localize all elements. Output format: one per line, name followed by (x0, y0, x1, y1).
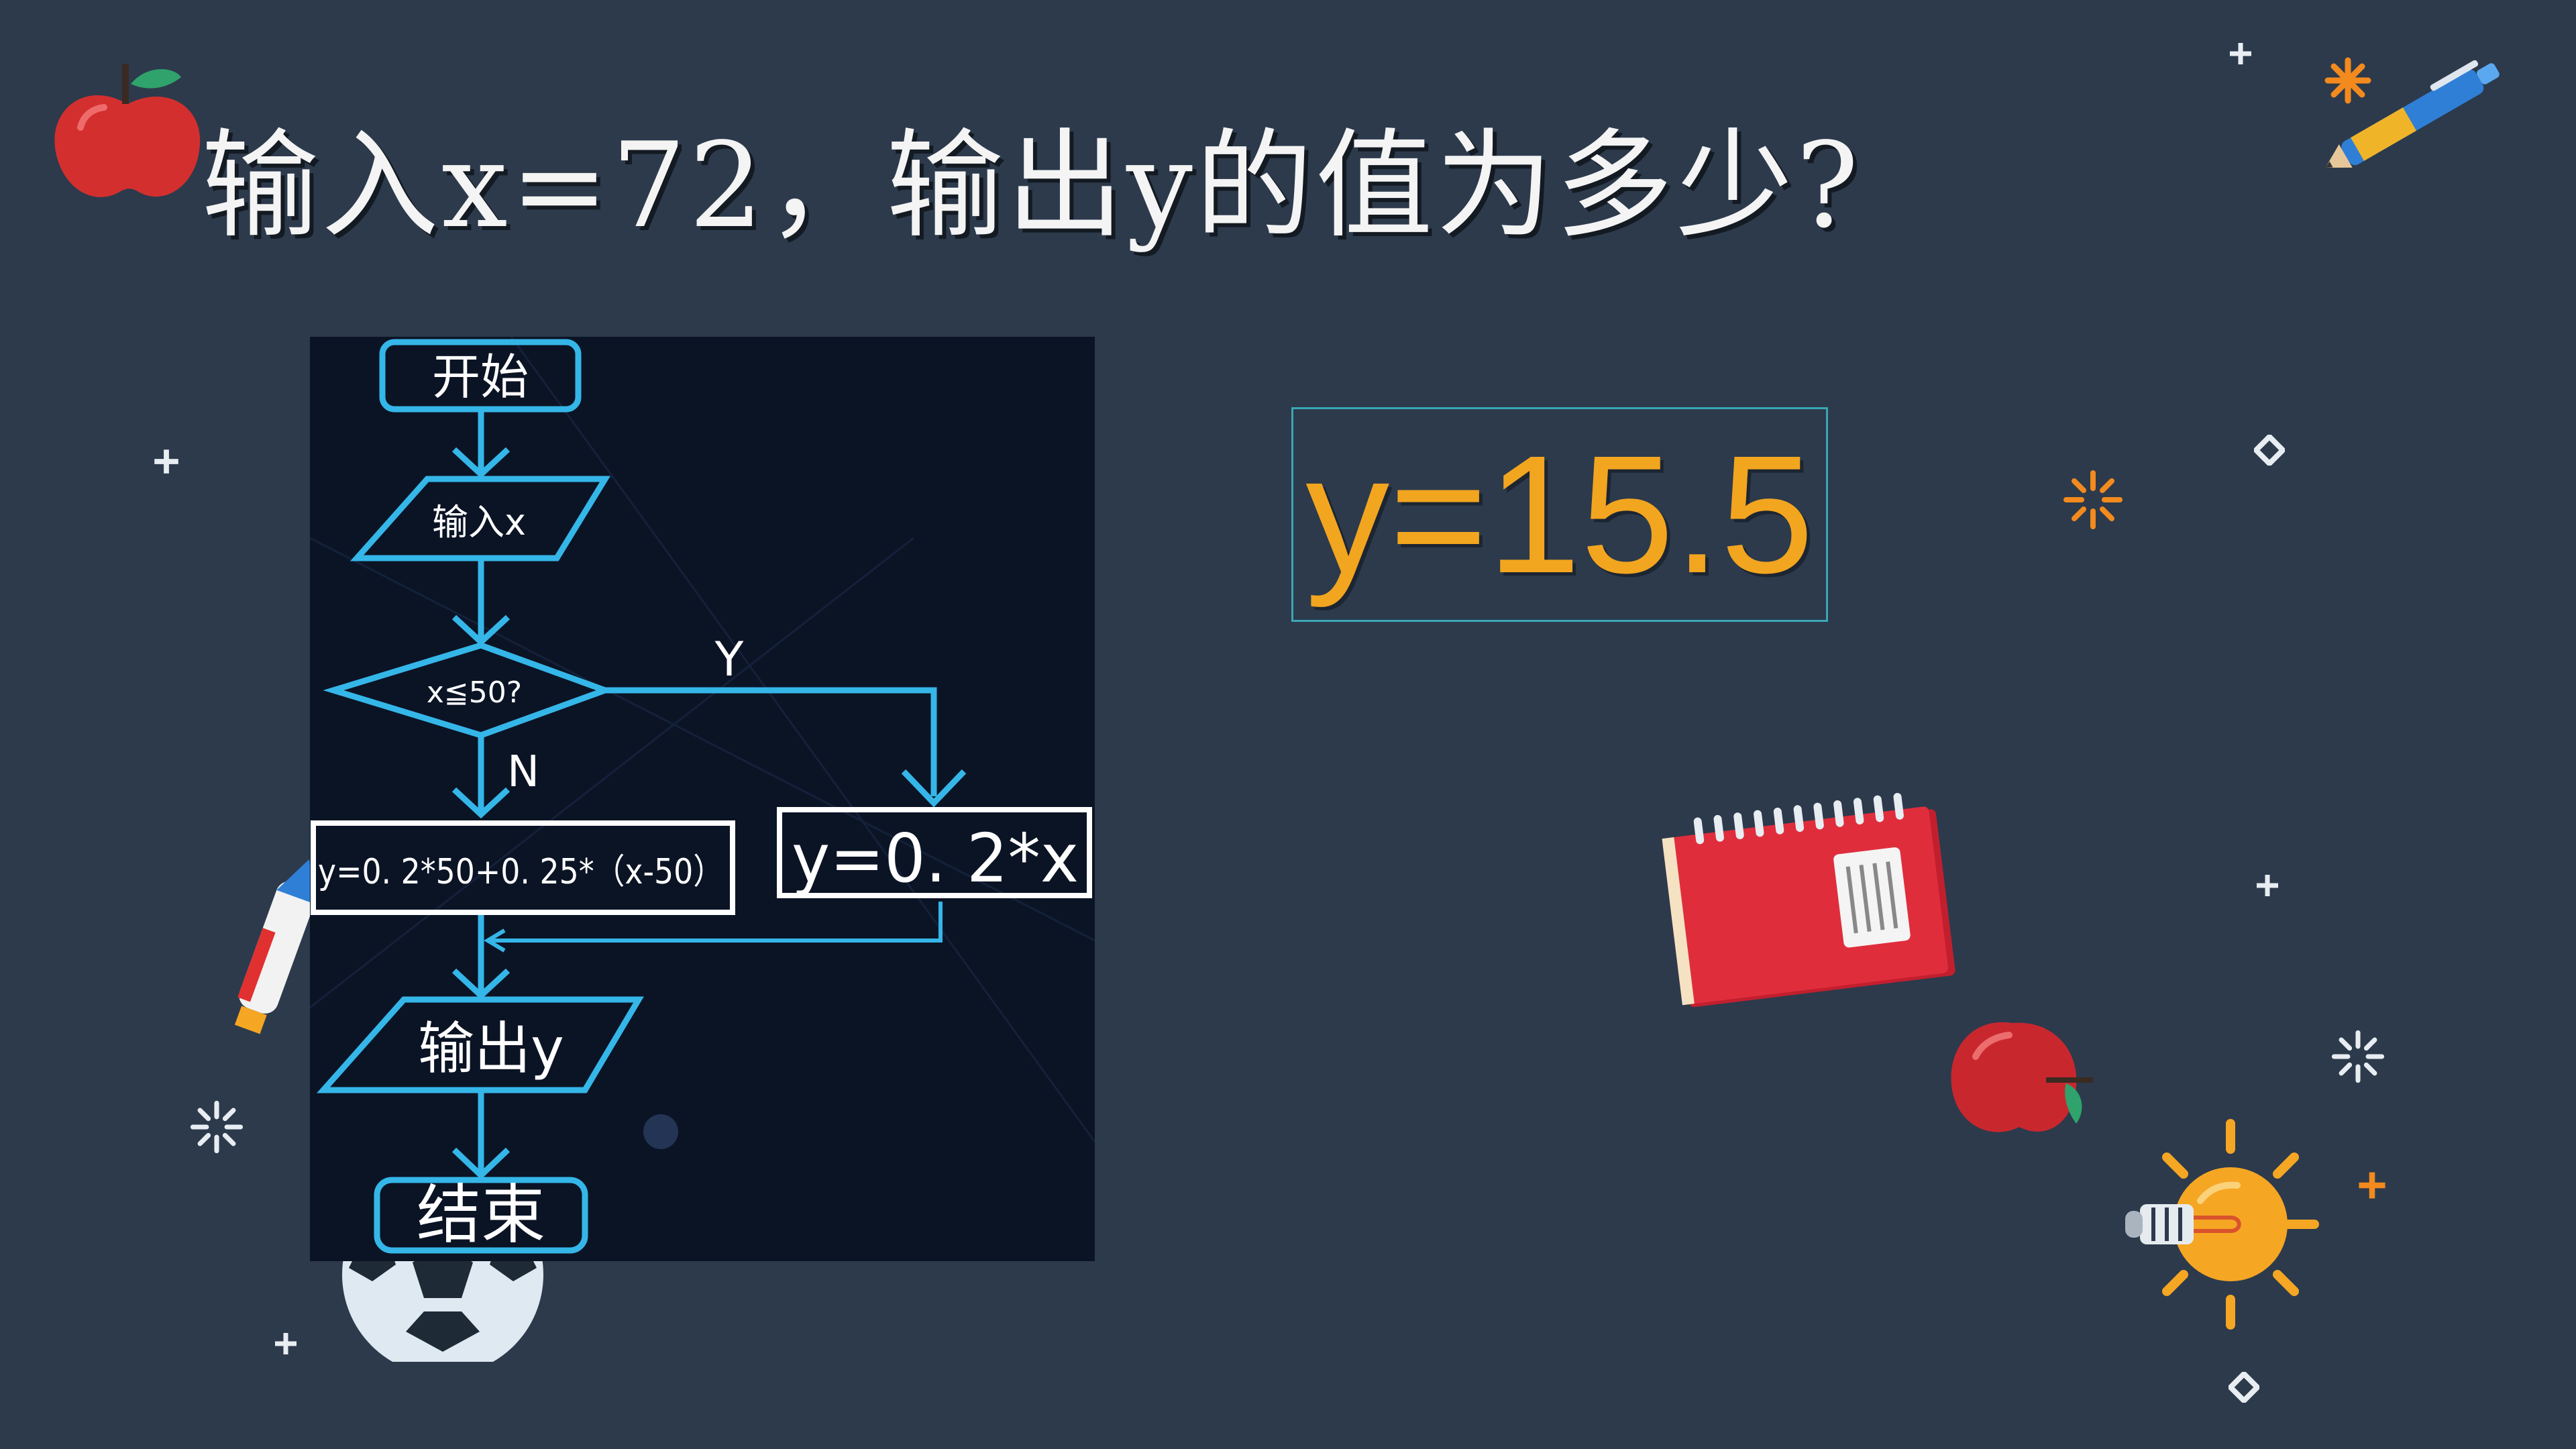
pen-icon (2325, 60, 2500, 168)
notebook-icon (1662, 792, 1955, 1008)
sparkle-icon (2324, 57, 2371, 104)
start-label: 开始 (432, 349, 529, 405)
yes-process-node (777, 807, 1092, 898)
question-title: 输入x=72，输出y的值为多少? (201, 118, 1862, 254)
output-node (316, 996, 644, 1093)
decision-label: x≦50? (427, 676, 522, 710)
sparkle-icon (190, 1100, 244, 1154)
rocket-icon (234, 859, 315, 1034)
answer-text: y=15.5 (1305, 421, 1814, 608)
lightbulb-icon (2125, 1119, 2319, 1330)
apple-icon (1951, 1022, 2093, 1132)
no-process-label: y=0. 2*50+0. 25*（x-50） (318, 852, 724, 892)
plus-icon (2230, 43, 2251, 64)
diamond-icon (2229, 1372, 2259, 1403)
end-node (374, 1177, 588, 1254)
plus-icon (2257, 875, 2278, 896)
plus-icon (275, 1333, 297, 1354)
diamond-icon (2254, 435, 2285, 466)
no-process-node (311, 820, 735, 915)
sparkle-icon (2331, 1030, 2385, 1083)
yes-label: Y (714, 632, 744, 687)
input-label: 输入x (432, 501, 526, 543)
sparkle-icon (2063, 470, 2123, 529)
end-label: 结束 (417, 1177, 545, 1252)
plus-icon (154, 449, 178, 474)
plus-icon (2359, 1172, 2385, 1199)
answer-box: y=15.5 (1291, 407, 1828, 622)
yes-process-label: y=0. 2*x (792, 819, 1079, 898)
flowchart-panel: 开始 输入x x≦50? Y N y=0. 2*50+0. 25*（x-50） … (310, 337, 1095, 1261)
apple-icon (54, 64, 201, 197)
output-label: 输出y (418, 1016, 564, 1081)
no-label: N (507, 747, 539, 797)
flowchart-diagram: 开始 输入x x≦50? Y N y=0. 2*50+0. 25*（x-50） … (310, 337, 1095, 1254)
input-node (350, 476, 611, 561)
